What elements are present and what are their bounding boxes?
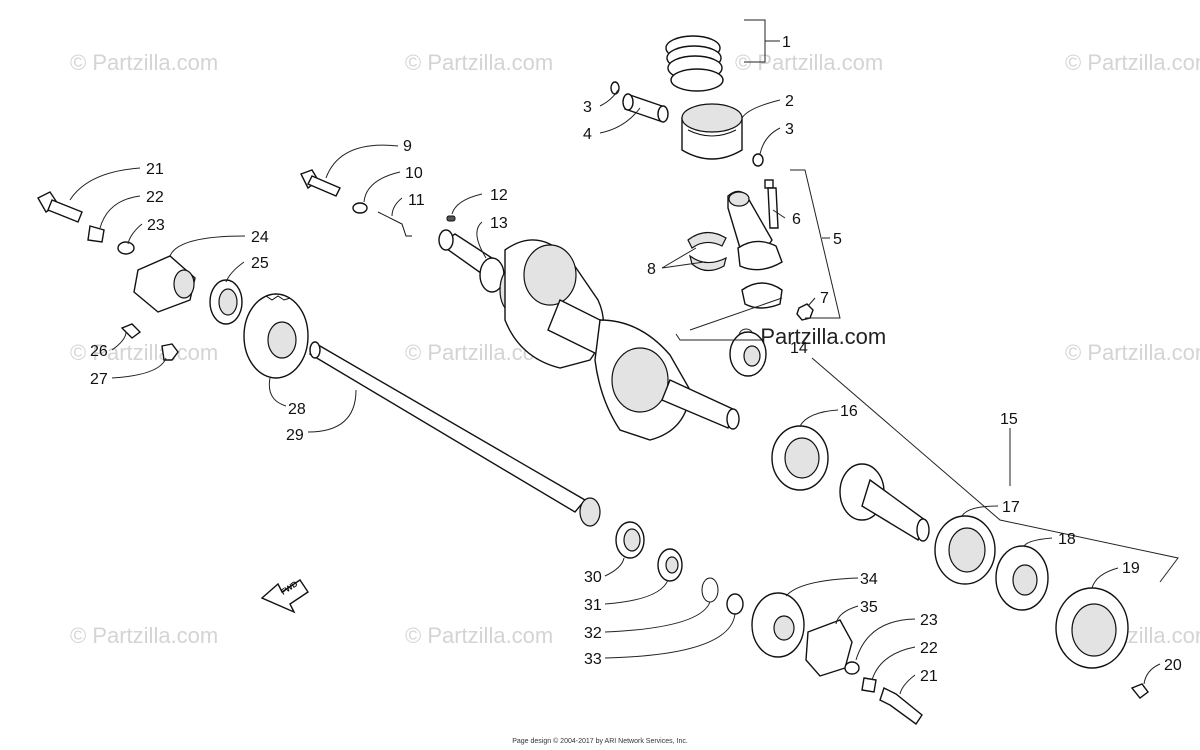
group-brackets xyxy=(744,19,1179,583)
page-footer: Page design © 2004-2017 by ARI Network S… xyxy=(512,738,688,745)
bearing xyxy=(995,545,1049,611)
callout-12: 12 xyxy=(490,187,508,204)
leader-lines xyxy=(69,89,1161,695)
watermark: © Partzilla.com xyxy=(405,50,553,75)
watermark: © Partzilla.com xyxy=(1065,50,1200,75)
crankshaft xyxy=(438,229,740,441)
woodruff-key xyxy=(446,215,456,222)
callout-5: 5 xyxy=(833,231,842,248)
callout-27: 27 xyxy=(90,371,108,388)
screw xyxy=(120,323,142,339)
piston-pin-clip xyxy=(610,81,620,95)
snap-ring xyxy=(701,577,719,603)
watermark: © Partzilla.com xyxy=(70,623,218,648)
callout-35: 35 xyxy=(860,599,878,616)
watermark: © Partzilla.com xyxy=(405,623,553,648)
bolt xyxy=(37,191,83,223)
counterweight xyxy=(133,255,196,313)
callout-17: 17 xyxy=(1002,499,1020,516)
callout-4: 4 xyxy=(583,126,592,143)
washer xyxy=(117,241,135,255)
callout-23: 23 xyxy=(920,612,938,629)
callout-21: 21 xyxy=(146,161,164,178)
callout-13: 13 xyxy=(490,215,508,232)
callout-11: 11 xyxy=(408,192,425,209)
piston-pin-clip xyxy=(752,153,764,167)
oil-seal xyxy=(934,515,996,585)
callout-30: 30 xyxy=(584,569,602,586)
lock-plate xyxy=(377,211,412,237)
callout-18: 18 xyxy=(1058,531,1076,548)
callout-3: 3 xyxy=(785,121,794,138)
connecting-rod xyxy=(727,190,783,309)
callout-22: 22 xyxy=(920,640,938,657)
callout-6: 6 xyxy=(792,211,801,228)
callout-23: 23 xyxy=(147,217,165,234)
watermark: © Partzilla.com xyxy=(70,50,218,75)
callout-labels: 1 2 3 3 4 5 6 7 8 9 10 11 12 13 14 15 16… xyxy=(90,34,1182,685)
drive-gear xyxy=(751,592,805,658)
callout-33: 33 xyxy=(584,651,602,668)
callout-29: 29 xyxy=(286,427,304,444)
callout-1: 1 xyxy=(782,34,791,51)
output-shaft xyxy=(839,463,930,542)
callout-21: 21 xyxy=(920,668,938,685)
bushing xyxy=(615,521,645,559)
washer xyxy=(844,661,860,675)
piston-pin xyxy=(622,93,669,123)
callout-8: 8 xyxy=(647,261,656,278)
callout-24: 24 xyxy=(251,229,269,246)
lock-washer xyxy=(87,225,105,243)
callout-16: 16 xyxy=(840,403,858,420)
callout-22: 22 xyxy=(146,189,164,206)
balance-gear xyxy=(243,293,309,379)
cover-bolt xyxy=(1130,683,1149,699)
callout-28: 28 xyxy=(288,401,306,418)
washer xyxy=(352,202,368,214)
bolt xyxy=(300,169,341,197)
bearing xyxy=(209,279,243,325)
balance-shaft xyxy=(308,341,601,527)
callout-9: 9 xyxy=(403,138,412,155)
rod-bolt xyxy=(764,179,779,229)
bearing-cover xyxy=(1055,587,1129,669)
callout-3: 3 xyxy=(583,99,592,116)
callout-25: 25 xyxy=(251,255,269,272)
watermark: © Partzilla.com xyxy=(70,340,218,365)
piston-rings xyxy=(665,35,724,92)
piston xyxy=(681,103,743,160)
callout-7: 7 xyxy=(820,290,829,307)
thrust-washer xyxy=(726,593,744,615)
callout-20: 20 xyxy=(1164,657,1182,674)
nut xyxy=(161,343,179,361)
sprocket xyxy=(729,331,767,377)
callout-26: 26 xyxy=(90,343,108,360)
lock-washer xyxy=(861,677,877,693)
parts: FWD xyxy=(37,35,1149,725)
callout-2: 2 xyxy=(785,93,794,110)
callout-14: 14 xyxy=(790,340,808,357)
oil-seal xyxy=(771,425,829,491)
callout-10: 10 xyxy=(405,165,423,182)
bolt xyxy=(879,687,923,725)
fwd-arrow: FWD xyxy=(260,579,309,614)
callout-31: 31 xyxy=(584,597,602,614)
rod-bearing xyxy=(687,231,727,272)
callout-19: 19 xyxy=(1122,560,1140,577)
watermark: © Partzilla.com xyxy=(1065,340,1200,365)
callout-34: 34 xyxy=(860,571,878,588)
callout-15: 15 xyxy=(1000,411,1018,428)
callout-32: 32 xyxy=(584,625,602,642)
needle-bearing xyxy=(657,548,683,582)
